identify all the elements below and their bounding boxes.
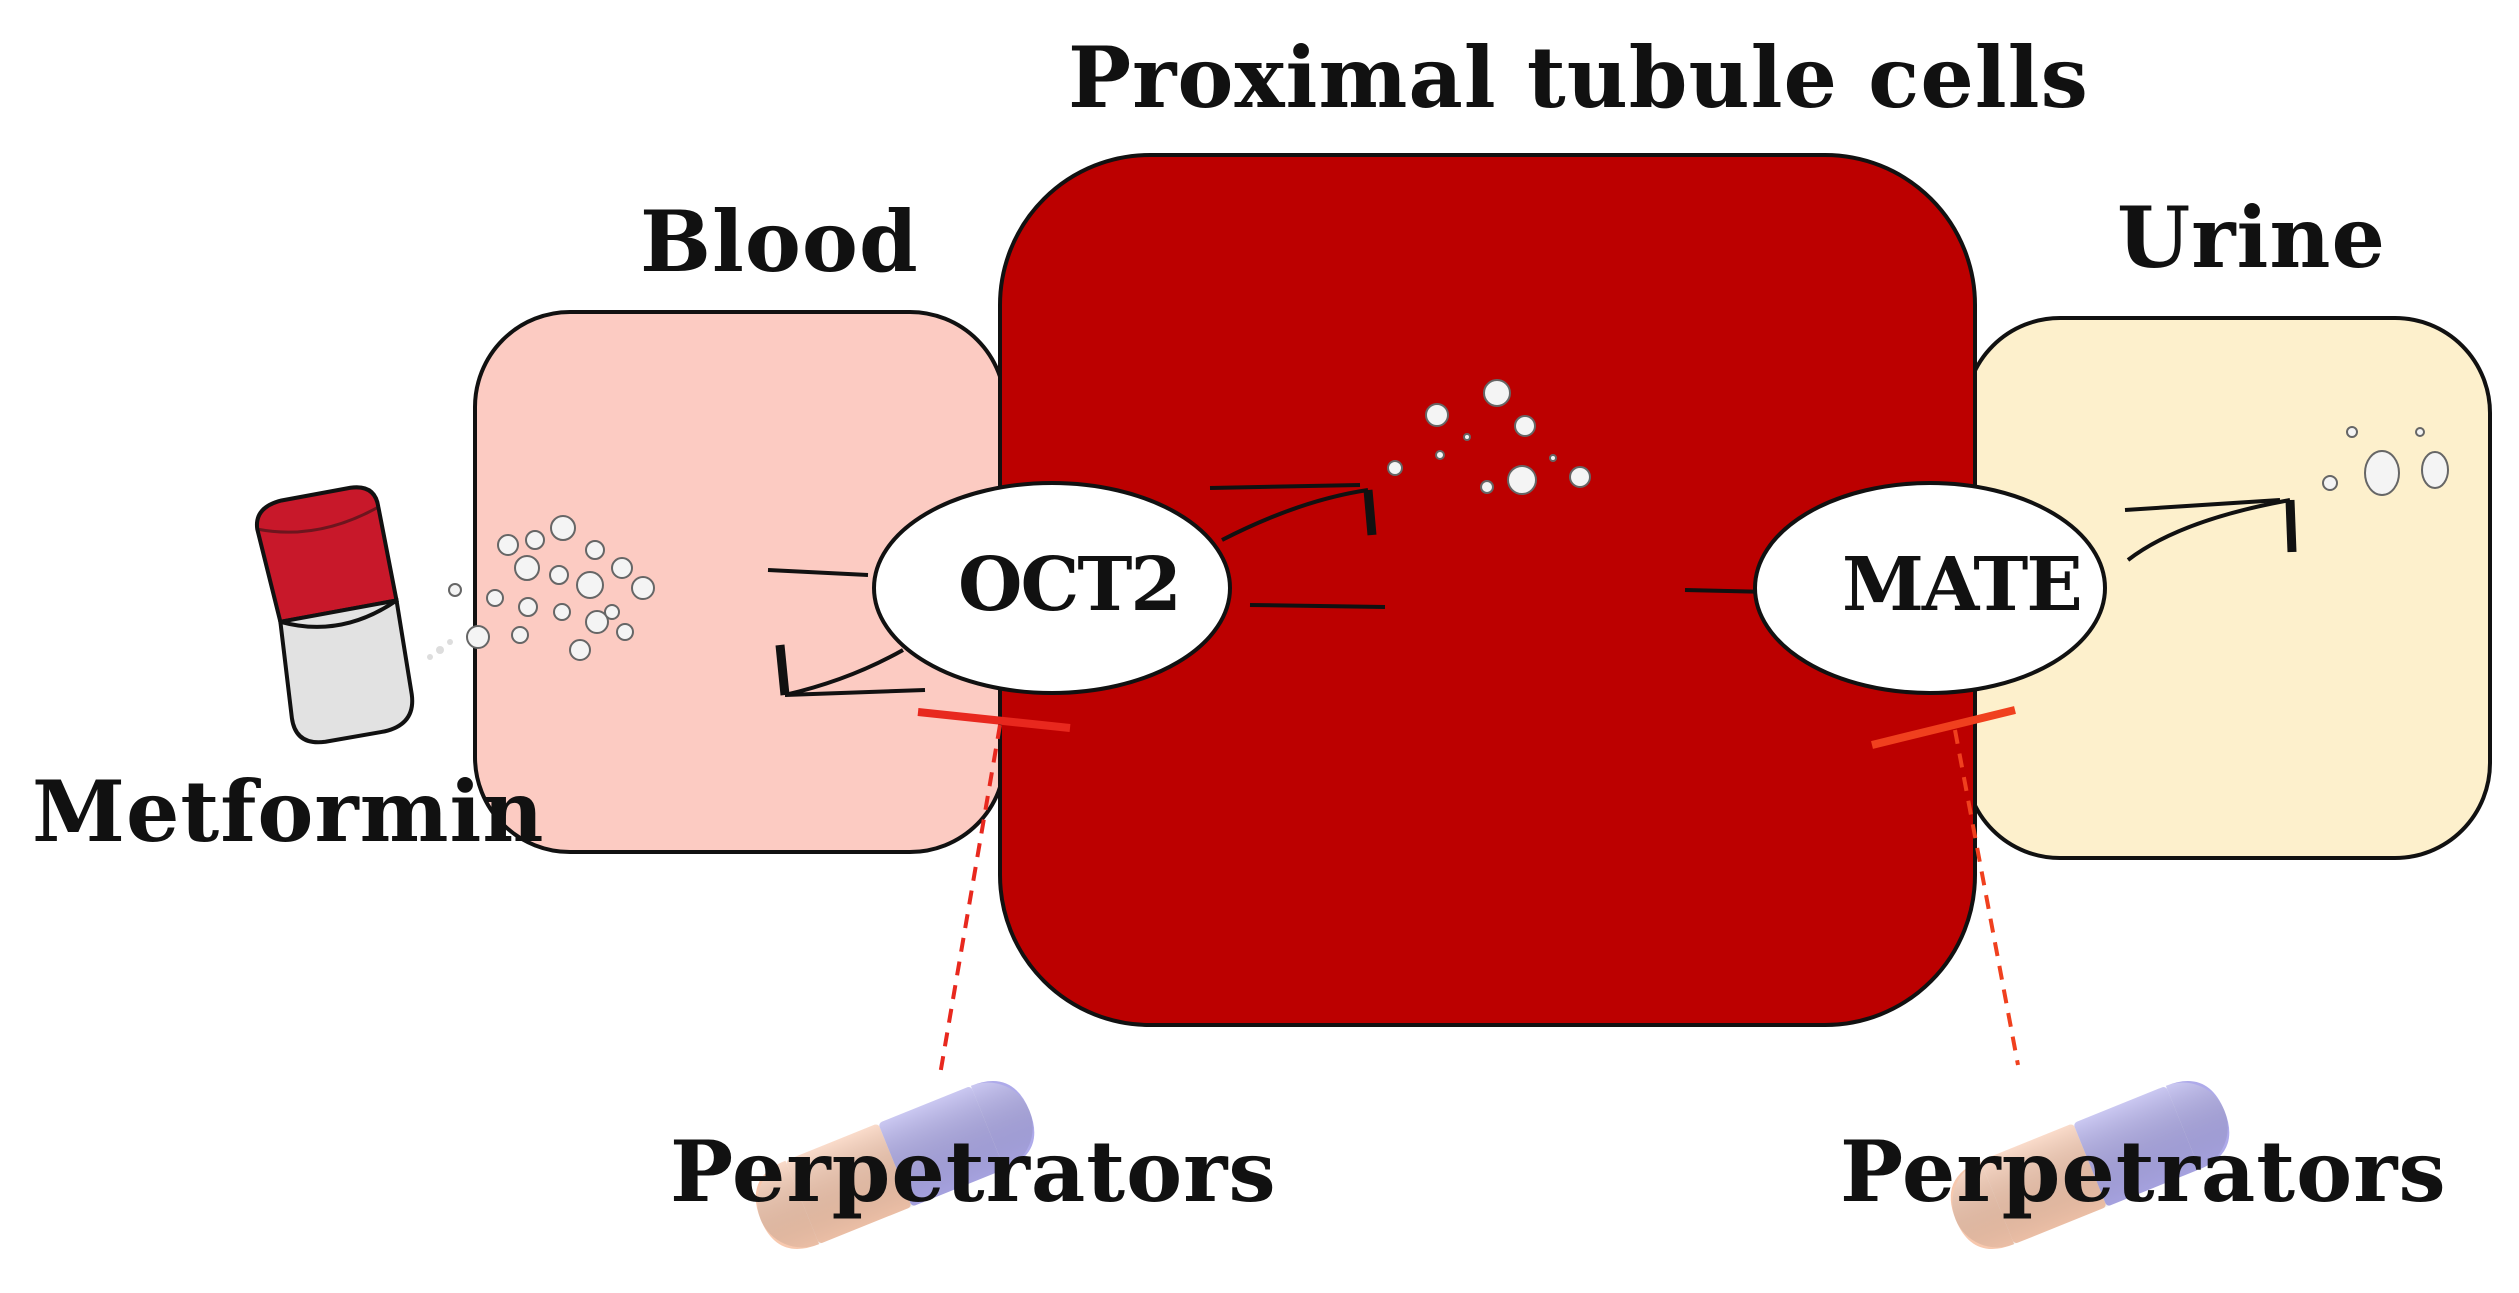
oct2-arrows: [767, 483, 1386, 697]
metformin-particles-blood: [448, 515, 655, 661]
oct2-label: OCT2: [958, 542, 1182, 628]
title-label: Proximal tubule cells: [1068, 28, 2089, 127]
metformin-label: Metformin: [32, 762, 545, 861]
blood-label: Blood: [640, 192, 919, 291]
mate-label: MATE: [1842, 542, 2083, 628]
perpetrator-pill-right-icon: [1950, 1080, 2230, 1250]
mate-transporter: [1753, 481, 2107, 695]
oct2-inhibition: [917, 708, 1071, 1076]
metformin-release-trail: [427, 639, 453, 660]
metformin-pill-icon: [254, 485, 415, 745]
perpetrators-left-label: Perpetrators: [670, 1122, 1277, 1221]
mate-inhibition: [1871, 706, 2020, 1066]
perpetrator-pill-left-icon: [755, 1080, 1035, 1250]
metformin-particles-cell: [1387, 379, 1591, 495]
urine-label: Urine: [2117, 188, 2386, 287]
metformin-particles-urine: [2322, 426, 2449, 496]
oct2-transporter: [872, 481, 1232, 695]
perpetrators-right-label: Perpetrators: [1840, 1122, 2447, 1221]
